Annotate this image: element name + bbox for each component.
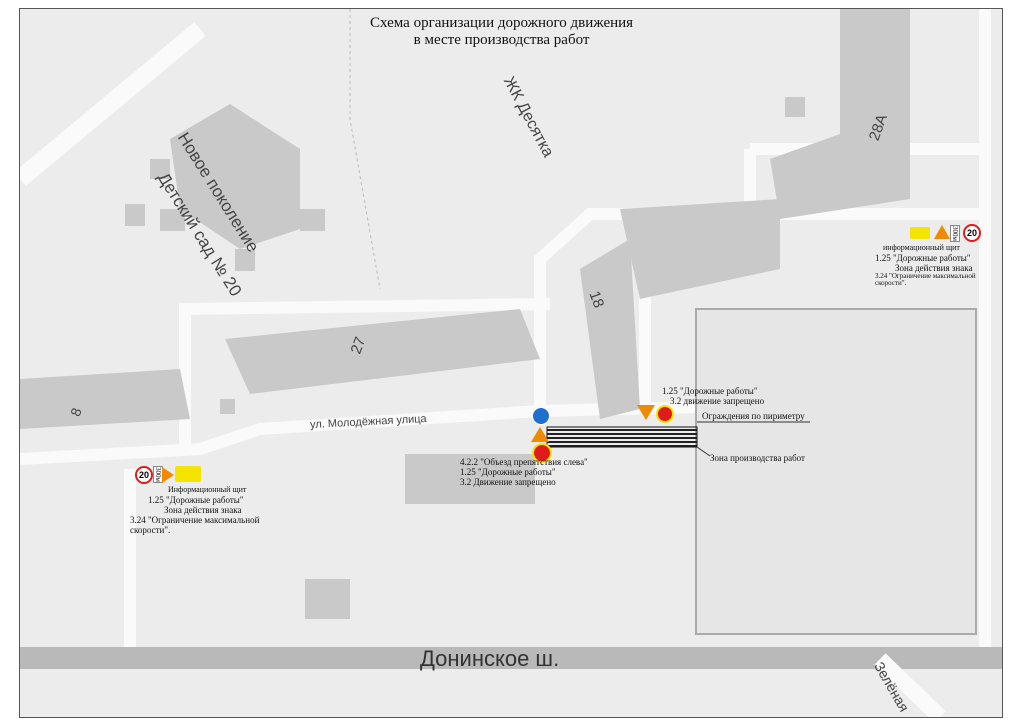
caption-line: Зона действия знака bbox=[895, 263, 973, 273]
caption-line: скорости". bbox=[130, 525, 171, 535]
caption-line: 1.25 "Дорожные работы" bbox=[148, 495, 244, 505]
road-molodezhnaya bbox=[20, 401, 701, 465]
roadworks-sign-icon bbox=[934, 225, 950, 239]
speed-limit-sign-icon: 20 bbox=[963, 224, 981, 242]
label-highway: Донинское ш. bbox=[420, 646, 560, 671]
work-zone-label: Зона производства работ bbox=[710, 453, 805, 463]
caption-line: скорости". bbox=[875, 279, 907, 287]
caption-line: 1.25 "Дорожные работы" bbox=[875, 253, 971, 263]
fence-label: Ограждения по пириметру bbox=[702, 411, 805, 421]
caption-line: 1.25 "Дорожные работы" bbox=[460, 467, 556, 477]
caption-line: 3.24 "Ограничение максимальной bbox=[130, 515, 260, 525]
caption-line: Информационный щит bbox=[168, 485, 247, 494]
map-background bbox=[20, 9, 1002, 717]
title-line-2: в месте производства работ bbox=[413, 32, 590, 48]
work-zone-hatch bbox=[546, 426, 698, 448]
info-board-icon bbox=[910, 227, 930, 239]
distance-plate: 300м bbox=[950, 225, 960, 242]
no-entry-sign-icon bbox=[532, 443, 552, 463]
roadworks-sign-icon bbox=[162, 467, 174, 483]
info-board-icon bbox=[175, 466, 201, 482]
caption-line: 3.24 "Ограничение максимальной bbox=[875, 272, 976, 280]
detour-left-sign-icon bbox=[532, 407, 550, 425]
roadworks-sign-icon bbox=[637, 405, 655, 420]
speed-limit-sign-icon: 20 bbox=[135, 466, 153, 484]
top-signs-caption: 1.25 "Дорожные работы"3.2 движение запре… bbox=[662, 386, 764, 406]
center-signs-caption: 4.2.2 "Объезд препятствия слева"1.25 "До… bbox=[460, 457, 588, 487]
caption-line: 3.2 движение запрещено bbox=[670, 396, 765, 406]
caption-line: информационный щит bbox=[883, 243, 960, 252]
title-line-1: Схема организации дорожного движения bbox=[370, 15, 634, 31]
caption-line: Зона действия знака bbox=[164, 505, 242, 515]
caption-line: 1.25 "Дорожные работы" bbox=[662, 386, 758, 396]
caption-line: 3.2 Движение запрещено bbox=[460, 477, 556, 487]
no-entry-sign-icon bbox=[656, 405, 674, 423]
construction-area bbox=[695, 308, 977, 635]
road-doninskoe bbox=[20, 647, 1002, 669]
roadworks-sign-icon bbox=[531, 427, 549, 442]
caption-line: 4.2.2 "Объезд препятствия слева" bbox=[460, 457, 588, 467]
